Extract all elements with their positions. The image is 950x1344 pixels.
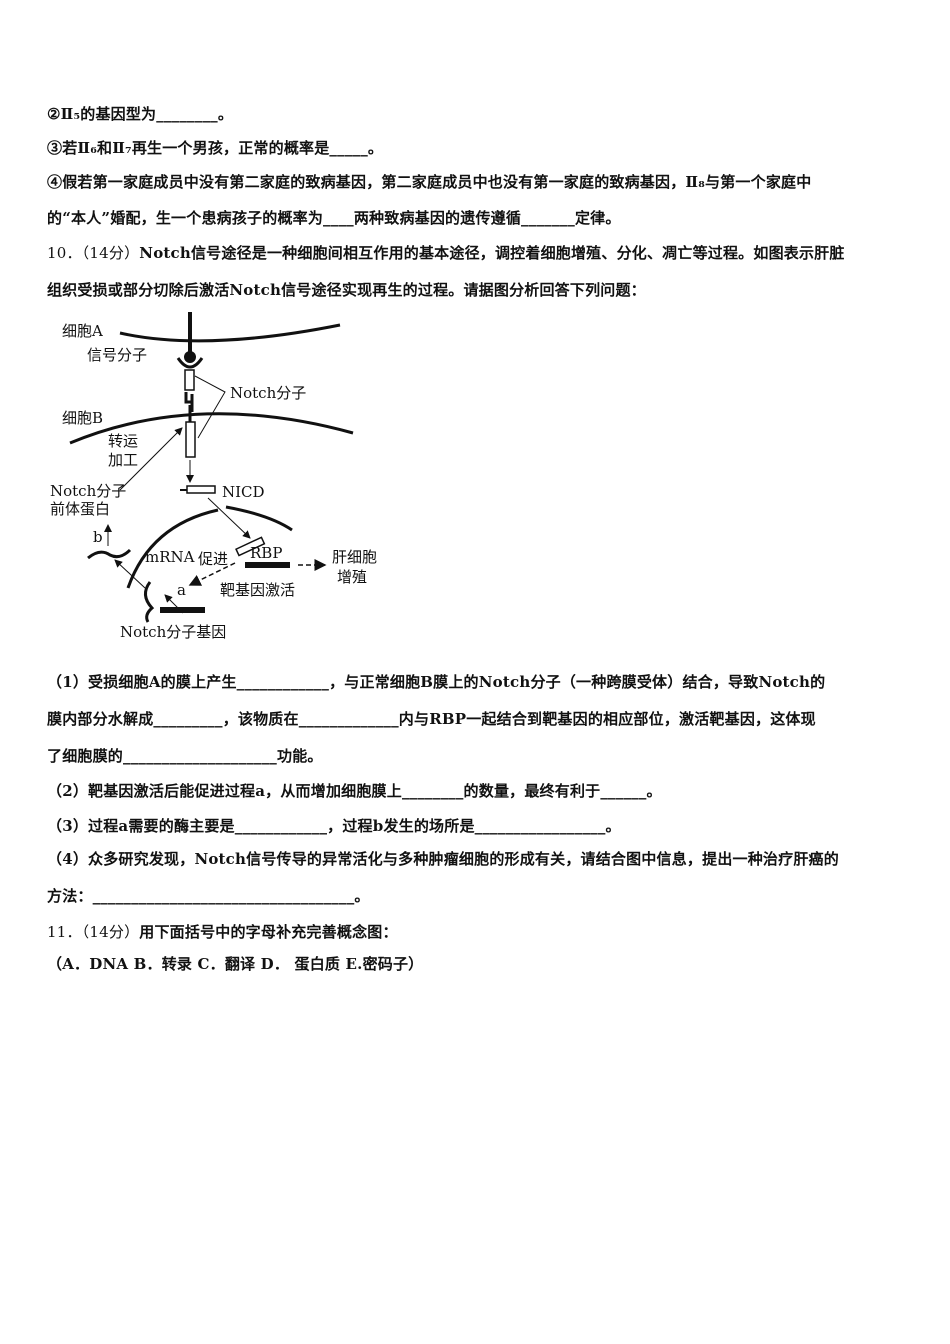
label-cell-b: 细胞B	[62, 409, 103, 427]
cell-b-membrane	[69, 412, 354, 445]
label-precursor-2: 前体蛋白	[50, 500, 110, 518]
label-rbp: RBP	[250, 544, 282, 562]
question-10-1-line2: 膜内部分水解成_________，该物质在_____________内与RBP一…	[47, 710, 816, 728]
question-10-4-line1: （4）众多研究发现，Notch信号传导的异常活化与多种肿瘤细胞的形成有关，请结合…	[47, 850, 839, 868]
question-number: 11．（14分）	[47, 923, 140, 941]
question-11-intro: 11．（14分）用下面括号中的字母补充完善概念图：	[47, 921, 398, 942]
label-promote: 促进	[198, 550, 228, 568]
question-10-2: （2）靶基因激活后能促进过程a，从而增加细胞膜上________的数量，最终有利…	[47, 782, 662, 800]
label-nicd: NICD	[222, 483, 265, 501]
notch-pathway-diagram: 细胞A 信号分子 Notch分子 细胞B 转运 加工 Notch分子 前体蛋白 …	[50, 312, 377, 641]
label-liver-2: 增殖	[337, 568, 367, 586]
question-11-options: （A．DNA B．转录 C．翻译 D． 蛋白质 E.密码子）	[47, 955, 424, 973]
question-text: Notch信号途径是一种细胞间相互作用的基本途径，调控着细胞增殖、分化、凋亡等过…	[139, 244, 845, 262]
question-10-1-line3: 了细胞膜的____________________功能。	[47, 747, 323, 765]
question-10-4-line2: 方法：__________________________________。	[47, 887, 370, 905]
label-cell-a: 细胞A	[62, 322, 103, 340]
label-notch-gene: Notch分子基因	[120, 623, 226, 641]
question-10-intro-line2: 组织受损或部分切除后激活Notch信号途径实现再生的过程。请据图分析回答下列问题…	[47, 281, 646, 299]
label-notch-molecule: Notch分子	[230, 384, 306, 402]
question-9-part-4-line1: ④假若第一家庭成员中没有第二家庭的致病基因，第二家庭成员中也没有第一家庭的致病基…	[47, 173, 812, 191]
label-liver-1: 肝细胞	[332, 548, 377, 566]
label-transport: 转运	[108, 432, 138, 450]
label-a: a	[177, 581, 186, 599]
label-precursor-1: Notch分子	[50, 482, 126, 500]
label-signal-molecule: 信号分子	[87, 346, 147, 364]
label-mrna: mRNA	[145, 548, 195, 566]
cell-a-membrane	[119, 323, 341, 343]
question-9-part-4-line2: 的“本人”婚配，生一个患病孩子的概率为____两种致病基因的遗传遵循______…	[47, 209, 621, 227]
question-10-1-line1: （1）受损细胞A的膜上产生____________，与正常细胞B膜上的Notch…	[47, 673, 826, 691]
question-10-intro-line1: 10．（14分）Notch信号途径是一种细胞间相互作用的基本途径，调控着细胞增殖…	[47, 242, 845, 263]
question-9-part-2: ②Ⅱ₅的基因型为________。	[47, 105, 234, 123]
question-10-3: （3）过程a需要的酶主要是____________，过程b发生的场所是_____…	[47, 817, 621, 835]
question-text: 用下面括号中的字母补充完善概念图：	[139, 923, 398, 941]
label-processing: 加工	[108, 451, 138, 469]
label-b: b	[93, 528, 103, 546]
question-number: 10．（14分）	[47, 244, 140, 262]
question-9-part-3: ③若Ⅱ₆和Ⅱ₇再生一个男孩，正常的概率是_____。	[47, 139, 384, 157]
label-target-gene: 靶基因激活	[220, 581, 295, 599]
